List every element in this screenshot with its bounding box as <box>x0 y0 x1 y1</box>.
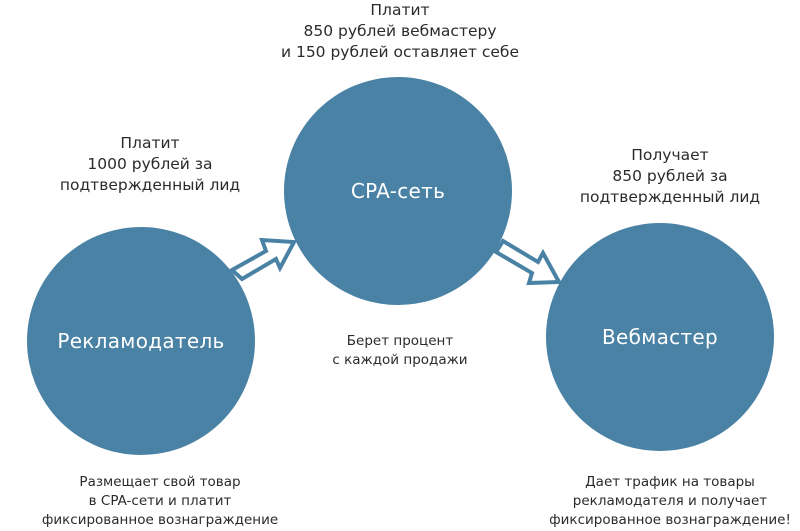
note-line: Получает <box>631 146 709 164</box>
note-line: Размещает свой товар <box>79 474 241 490</box>
arrow-network-to-webmaster-icon <box>493 238 563 286</box>
webmaster-bottom-note: Дает трафик на товары рекламодателя и по… <box>520 473 800 530</box>
node-cpa-network-label: CPA-сеть <box>350 179 446 203</box>
arrow-advertiser-to-network-icon <box>228 237 298 282</box>
network-bottom-note: Берет процент с каждой продажи <box>300 332 500 370</box>
webmaster-top-note: Получает 850 рублей за подтвержденный ли… <box>540 145 800 208</box>
note-line: подтвержденный лид <box>59 176 241 194</box>
note-line: Берет процент <box>346 333 454 349</box>
node-webmaster-label: Вебмастер <box>601 325 719 349</box>
node-advertiser: Рекламодатель <box>27 227 255 455</box>
note-line: рекламодателя и получает <box>572 493 768 509</box>
note-line: Платит <box>370 1 430 19</box>
note-line: Дает трафик на товары <box>585 474 755 490</box>
note-line: 850 рублей вебмастеру <box>303 22 497 40</box>
node-webmaster: Вебмастер <box>546 223 774 451</box>
note-line: в CPA-сети и платит <box>88 493 232 509</box>
note-line: и 150 рублей оставляет себе <box>280 43 520 61</box>
note-line: Платит <box>120 134 180 152</box>
note-line: фиксированное вознаграждение <box>41 512 279 528</box>
advertiser-bottom-note: Размещает свой товар в CPA-сети и платит… <box>0 473 320 530</box>
note-line: 850 рублей за <box>612 167 728 185</box>
advertiser-top-note: Платит 1000 рублей за подтвержденный лид <box>10 133 290 196</box>
node-cpa-network: CPA-сеть <box>284 77 512 305</box>
note-line: 1000 рублей за <box>87 155 213 173</box>
note-line: подтвержденный лид <box>579 188 761 206</box>
network-top-note: Платит 850 рублей вебмастеру и 150 рубле… <box>250 0 550 63</box>
note-line: фиксированное вознаграждение! <box>549 512 791 528</box>
node-advertiser-label: Рекламодатель <box>57 329 225 353</box>
note-line: с каждой продажи <box>332 352 468 368</box>
